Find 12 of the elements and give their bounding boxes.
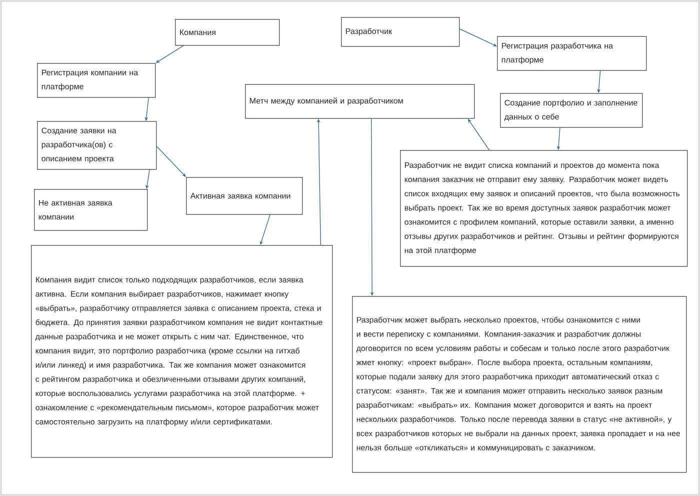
arrow [156, 146, 186, 177]
process-box: Компания [175, 19, 280, 46]
process-box: Активная заявка компании [186, 177, 303, 215]
process-box: Метч между компанией и разработчиком [245, 84, 475, 119]
arrow [260, 214, 270, 245]
process-box: Регистрация компании на платформе [37, 63, 156, 98]
process-box: Не активная заявка компании [34, 189, 148, 231]
process-box: Регистрация разработчика на платформе [497, 36, 647, 71]
process-box: Создание заявки на разработчика(ов) с описанием проекта [37, 121, 157, 170]
process-box: Разработчик [341, 17, 460, 47]
process-box: Создание портфолио и заполнение данных о себе [500, 93, 643, 128]
arrow [459, 28, 497, 46]
